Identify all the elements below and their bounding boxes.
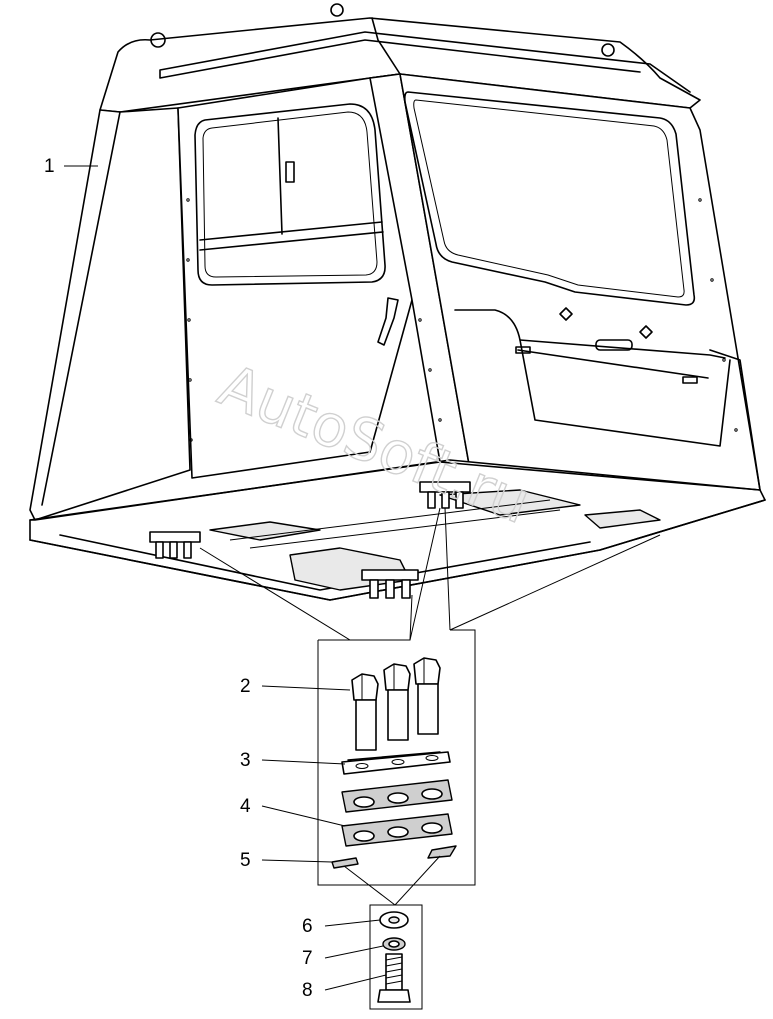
callout-8: 8 bbox=[302, 980, 313, 1001]
cab-body bbox=[29, 3, 766, 601]
mount-bolts-rear bbox=[419, 481, 471, 509]
callout-3: 3 bbox=[240, 750, 251, 771]
washer-part-6 bbox=[379, 911, 409, 929]
callout-7: 7 bbox=[302, 948, 313, 969]
mount-bolts-center bbox=[361, 569, 419, 599]
callout-leaders bbox=[64, 165, 387, 991]
bolts-part-2 bbox=[351, 657, 441, 751]
fastener-leader-lines bbox=[343, 855, 441, 1010]
shim-part-5 bbox=[331, 845, 457, 869]
mount-bolts-left bbox=[149, 531, 201, 559]
plate-part-3 bbox=[341, 751, 451, 775]
bolt-part-8 bbox=[377, 953, 411, 1003]
callout-labels: 1 2 3 4 5 6 7 8 bbox=[44, 156, 313, 1001]
callout-6: 6 bbox=[302, 916, 313, 937]
callout-1: 1 bbox=[44, 156, 55, 177]
callout-2: 2 bbox=[240, 676, 251, 697]
lock-washer-part-7 bbox=[382, 937, 406, 951]
pad-part-4 bbox=[341, 779, 453, 847]
callout-4: 4 bbox=[240, 796, 251, 817]
detail-leader-lines bbox=[199, 507, 661, 886]
callout-5: 5 bbox=[240, 850, 251, 871]
